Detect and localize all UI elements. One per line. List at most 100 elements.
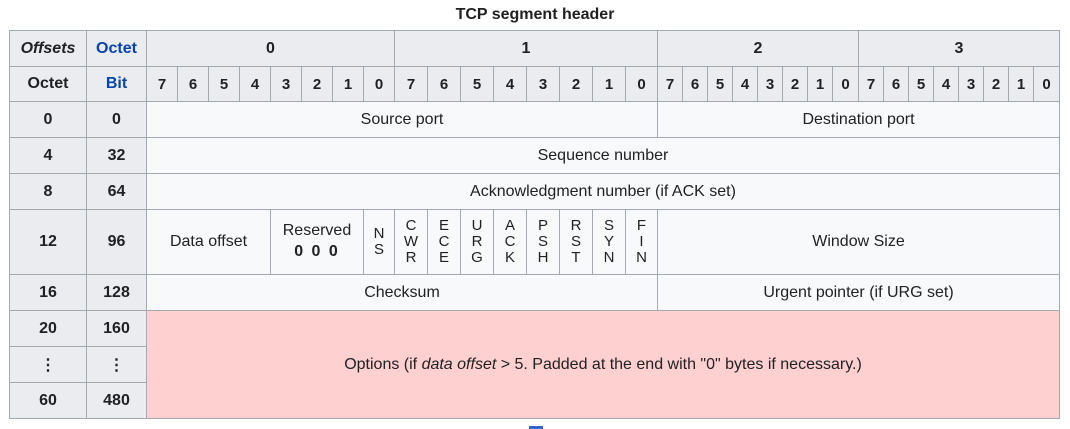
flag-letter: E [438, 217, 449, 234]
flag-letter: S [603, 217, 614, 234]
bit-label: 2 [301, 66, 333, 102]
row-bit-offset: 480 [86, 382, 147, 419]
flag-letter: T [571, 249, 581, 266]
options-text-italic: data offset [421, 355, 497, 373]
flag-letter: N [373, 225, 385, 242]
bit-label: 1 [807, 66, 833, 102]
destination-port-field: Destination port [657, 101, 1060, 138]
row-octet-offset: ⋮ [9, 346, 87, 383]
flag-letter: K [504, 249, 515, 266]
row-bit-offset: 160 [86, 310, 147, 347]
bit-label: 2 [983, 66, 1009, 102]
options-text-suffix: > 5. Padded at the end with "0" bytes if… [496, 355, 862, 373]
acknowledgment-number-field: Acknowledgment number (if ACK set) [146, 173, 1060, 210]
bit-label: 5 [208, 66, 240, 102]
flag-letter: S [373, 241, 384, 258]
bit-label: 6 [427, 66, 461, 102]
octet-2-header: 2 [657, 30, 859, 67]
row-bit-offset: 32 [86, 137, 147, 174]
table-caption: TCP segment header [455, 6, 615, 23]
row-octet-offset: 4 [9, 137, 87, 174]
cwr-flag: C W R [394, 209, 428, 275]
flag-letter: R [471, 233, 483, 250]
bit-label: 2 [782, 66, 808, 102]
flag-letter: E [438, 249, 449, 266]
bit-label: 0 [363, 66, 395, 102]
flag-letter: S [537, 233, 548, 250]
flag-letter: R [570, 217, 582, 234]
checksum-field: Checksum [146, 274, 658, 311]
bit-label: 5 [908, 66, 934, 102]
bit-label: 5 [460, 66, 494, 102]
flag-letter: C [504, 233, 516, 250]
row-bit-offset: 64 [86, 173, 147, 210]
row-bit-offset: 128 [86, 274, 147, 311]
bit-label: 3 [958, 66, 984, 102]
bit-label: 0 [625, 66, 658, 102]
octet-column-header: Octet [9, 66, 87, 102]
bit-label: 6 [682, 66, 708, 102]
bit-label: 1 [1008, 66, 1034, 102]
flag-letter: A [504, 217, 515, 234]
table-row: 16 128 Checksum Urgent pointer (if URG s… [9, 274, 1060, 311]
bit-label: 4 [933, 66, 959, 102]
offsets-header: Offsets [9, 30, 87, 67]
bit-label: 0 [832, 66, 859, 102]
reserved-value: 0 0 0 [294, 243, 340, 260]
source-port-field: Source port [146, 101, 658, 138]
bit-label: 3 [526, 66, 560, 102]
row-bit-offset: 0 [86, 101, 147, 138]
row-octet-offset: 12 [9, 209, 87, 275]
octet-link-header[interactable]: Octet [86, 30, 147, 67]
bit-link-header[interactable]: Bit [86, 66, 147, 102]
scroll-indicator [529, 426, 543, 429]
bit-label: 7 [858, 66, 884, 102]
flag-letter: N [636, 249, 647, 266]
bit-label: 4 [239, 66, 271, 102]
reserved-field: Reserved 0 0 0 [270, 209, 364, 275]
syn-flag: S Y N [592, 209, 626, 275]
octet-0-header: 0 [146, 30, 395, 67]
tcp-header-table: Offsets Octet 0 1 2 3 Octet Bit 7 6 5 4 … [9, 30, 1060, 419]
flag-letter: R [405, 249, 417, 266]
octet-1-header: 1 [394, 30, 658, 67]
urgent-pointer-field: Urgent pointer (if URG set) [657, 274, 1060, 311]
flag-letter: W [403, 233, 419, 250]
window-size-field: Window Size [657, 209, 1060, 275]
bit-label: 3 [757, 66, 783, 102]
options-text-prefix: Options (if [344, 355, 422, 373]
bit-label: 7 [394, 66, 428, 102]
sequence-number-field: Sequence number [146, 137, 1060, 174]
row-octet-offset: 60 [9, 382, 87, 419]
flag-letter: N [603, 249, 615, 266]
bit-label: 6 [883, 66, 909, 102]
flag-letter: C [438, 233, 450, 250]
row-octet-offset: 8 [9, 173, 87, 210]
bit-header-row: Octet Bit 7 6 5 4 3 2 1 0 7 6 5 4 3 2 1 … [9, 66, 1060, 102]
flag-letter: F [636, 217, 647, 234]
ack-flag: A C K [493, 209, 527, 275]
flag-letter: P [537, 217, 548, 234]
flag-letter: G [471, 249, 483, 266]
options-field: Options (if data offset > 5. Padded at t… [146, 310, 1060, 419]
flag-letter: C [405, 217, 417, 234]
flag-letter: H [537, 249, 549, 266]
psh-flag: P S H [526, 209, 560, 275]
bit-label: 6 [177, 66, 209, 102]
reserved-label: Reserved [282, 222, 352, 239]
fin-flag: F I N [625, 209, 658, 275]
table-row: 20 160 Options (if data offset > 5. Padd… [9, 310, 1060, 419]
octet-header-row: Offsets Octet 0 1 2 3 [9, 30, 1060, 67]
bit-label: 3 [270, 66, 302, 102]
bit-label: 1 [592, 66, 626, 102]
rst-flag: R S T [559, 209, 593, 275]
urg-flag: U R G [460, 209, 494, 275]
ece-flag: E C E [427, 209, 461, 275]
flag-letter: U [471, 217, 483, 234]
row-bit-offset: 96 [86, 209, 147, 275]
table-row: 0 0 Source port Destination port [9, 101, 1060, 138]
row-octet-offset: 16 [9, 274, 87, 311]
flag-letter: S [570, 233, 581, 250]
bit-label: 4 [493, 66, 527, 102]
ns-flag: N S [363, 209, 395, 275]
